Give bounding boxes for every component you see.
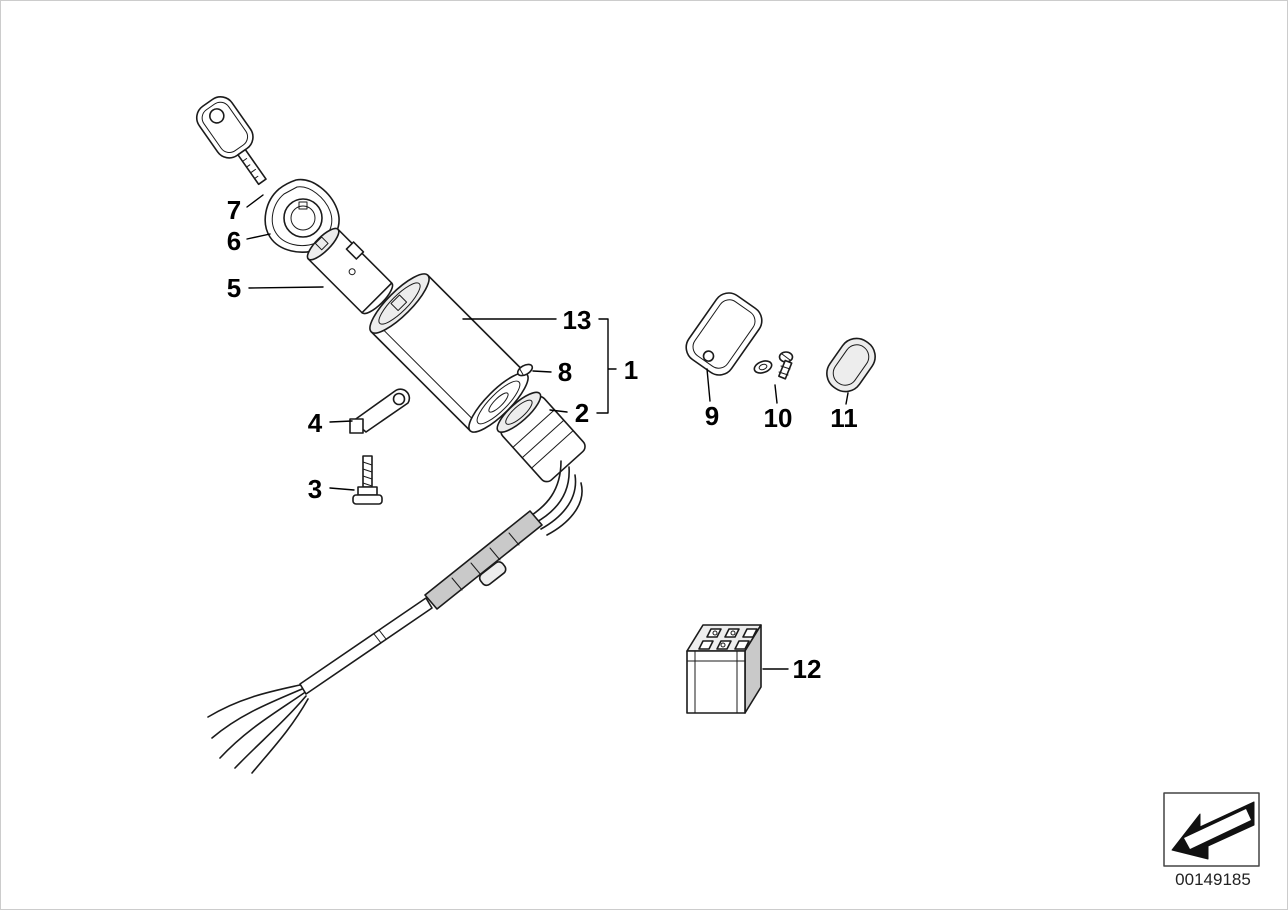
part-label-1[interactable]: 1 xyxy=(624,355,638,385)
document-number: 00149185 xyxy=(1175,870,1251,889)
part-cover-plate xyxy=(685,292,763,376)
part-label-10[interactable]: 10 xyxy=(764,403,793,433)
part-label-11[interactable]: 11 xyxy=(830,403,858,433)
part-screw xyxy=(352,455,383,505)
part-ignition-switch xyxy=(496,391,586,483)
back-arrow-icon xyxy=(1171,801,1255,860)
part-label-6[interactable]: 6 xyxy=(227,226,241,256)
part-label-5[interactable]: 5 xyxy=(227,273,241,303)
wiring-harness xyxy=(207,460,583,774)
part-clip xyxy=(516,363,534,377)
page-nav-box[interactable] xyxy=(1163,792,1260,867)
part-label-4[interactable]: 4 xyxy=(308,408,323,438)
callout-leader-lines xyxy=(246,194,849,670)
part-label-13[interactable]: 13 xyxy=(563,305,592,335)
part-label-3[interactable]: 3 xyxy=(308,474,322,504)
part-connector-block xyxy=(686,624,762,714)
part-label-12[interactable]: 12 xyxy=(793,654,822,684)
part-cap xyxy=(826,337,876,393)
part-escutcheon xyxy=(264,178,340,253)
part-label-2[interactable]: 2 xyxy=(575,398,589,428)
part-number-labels: 7 6 5 4 3 13 1 8 2 9 10 11 12 xyxy=(227,195,858,684)
part-bracket xyxy=(349,388,411,434)
part-label-9[interactable]: 9 xyxy=(705,401,719,431)
part-label-8[interactable]: 8 xyxy=(558,357,572,387)
part-lock-housing xyxy=(369,273,529,433)
part-lock-cylinder xyxy=(306,227,394,315)
part-key xyxy=(195,96,267,186)
part-screw-washer xyxy=(753,351,794,380)
part-label-7[interactable]: 7 xyxy=(227,195,241,225)
